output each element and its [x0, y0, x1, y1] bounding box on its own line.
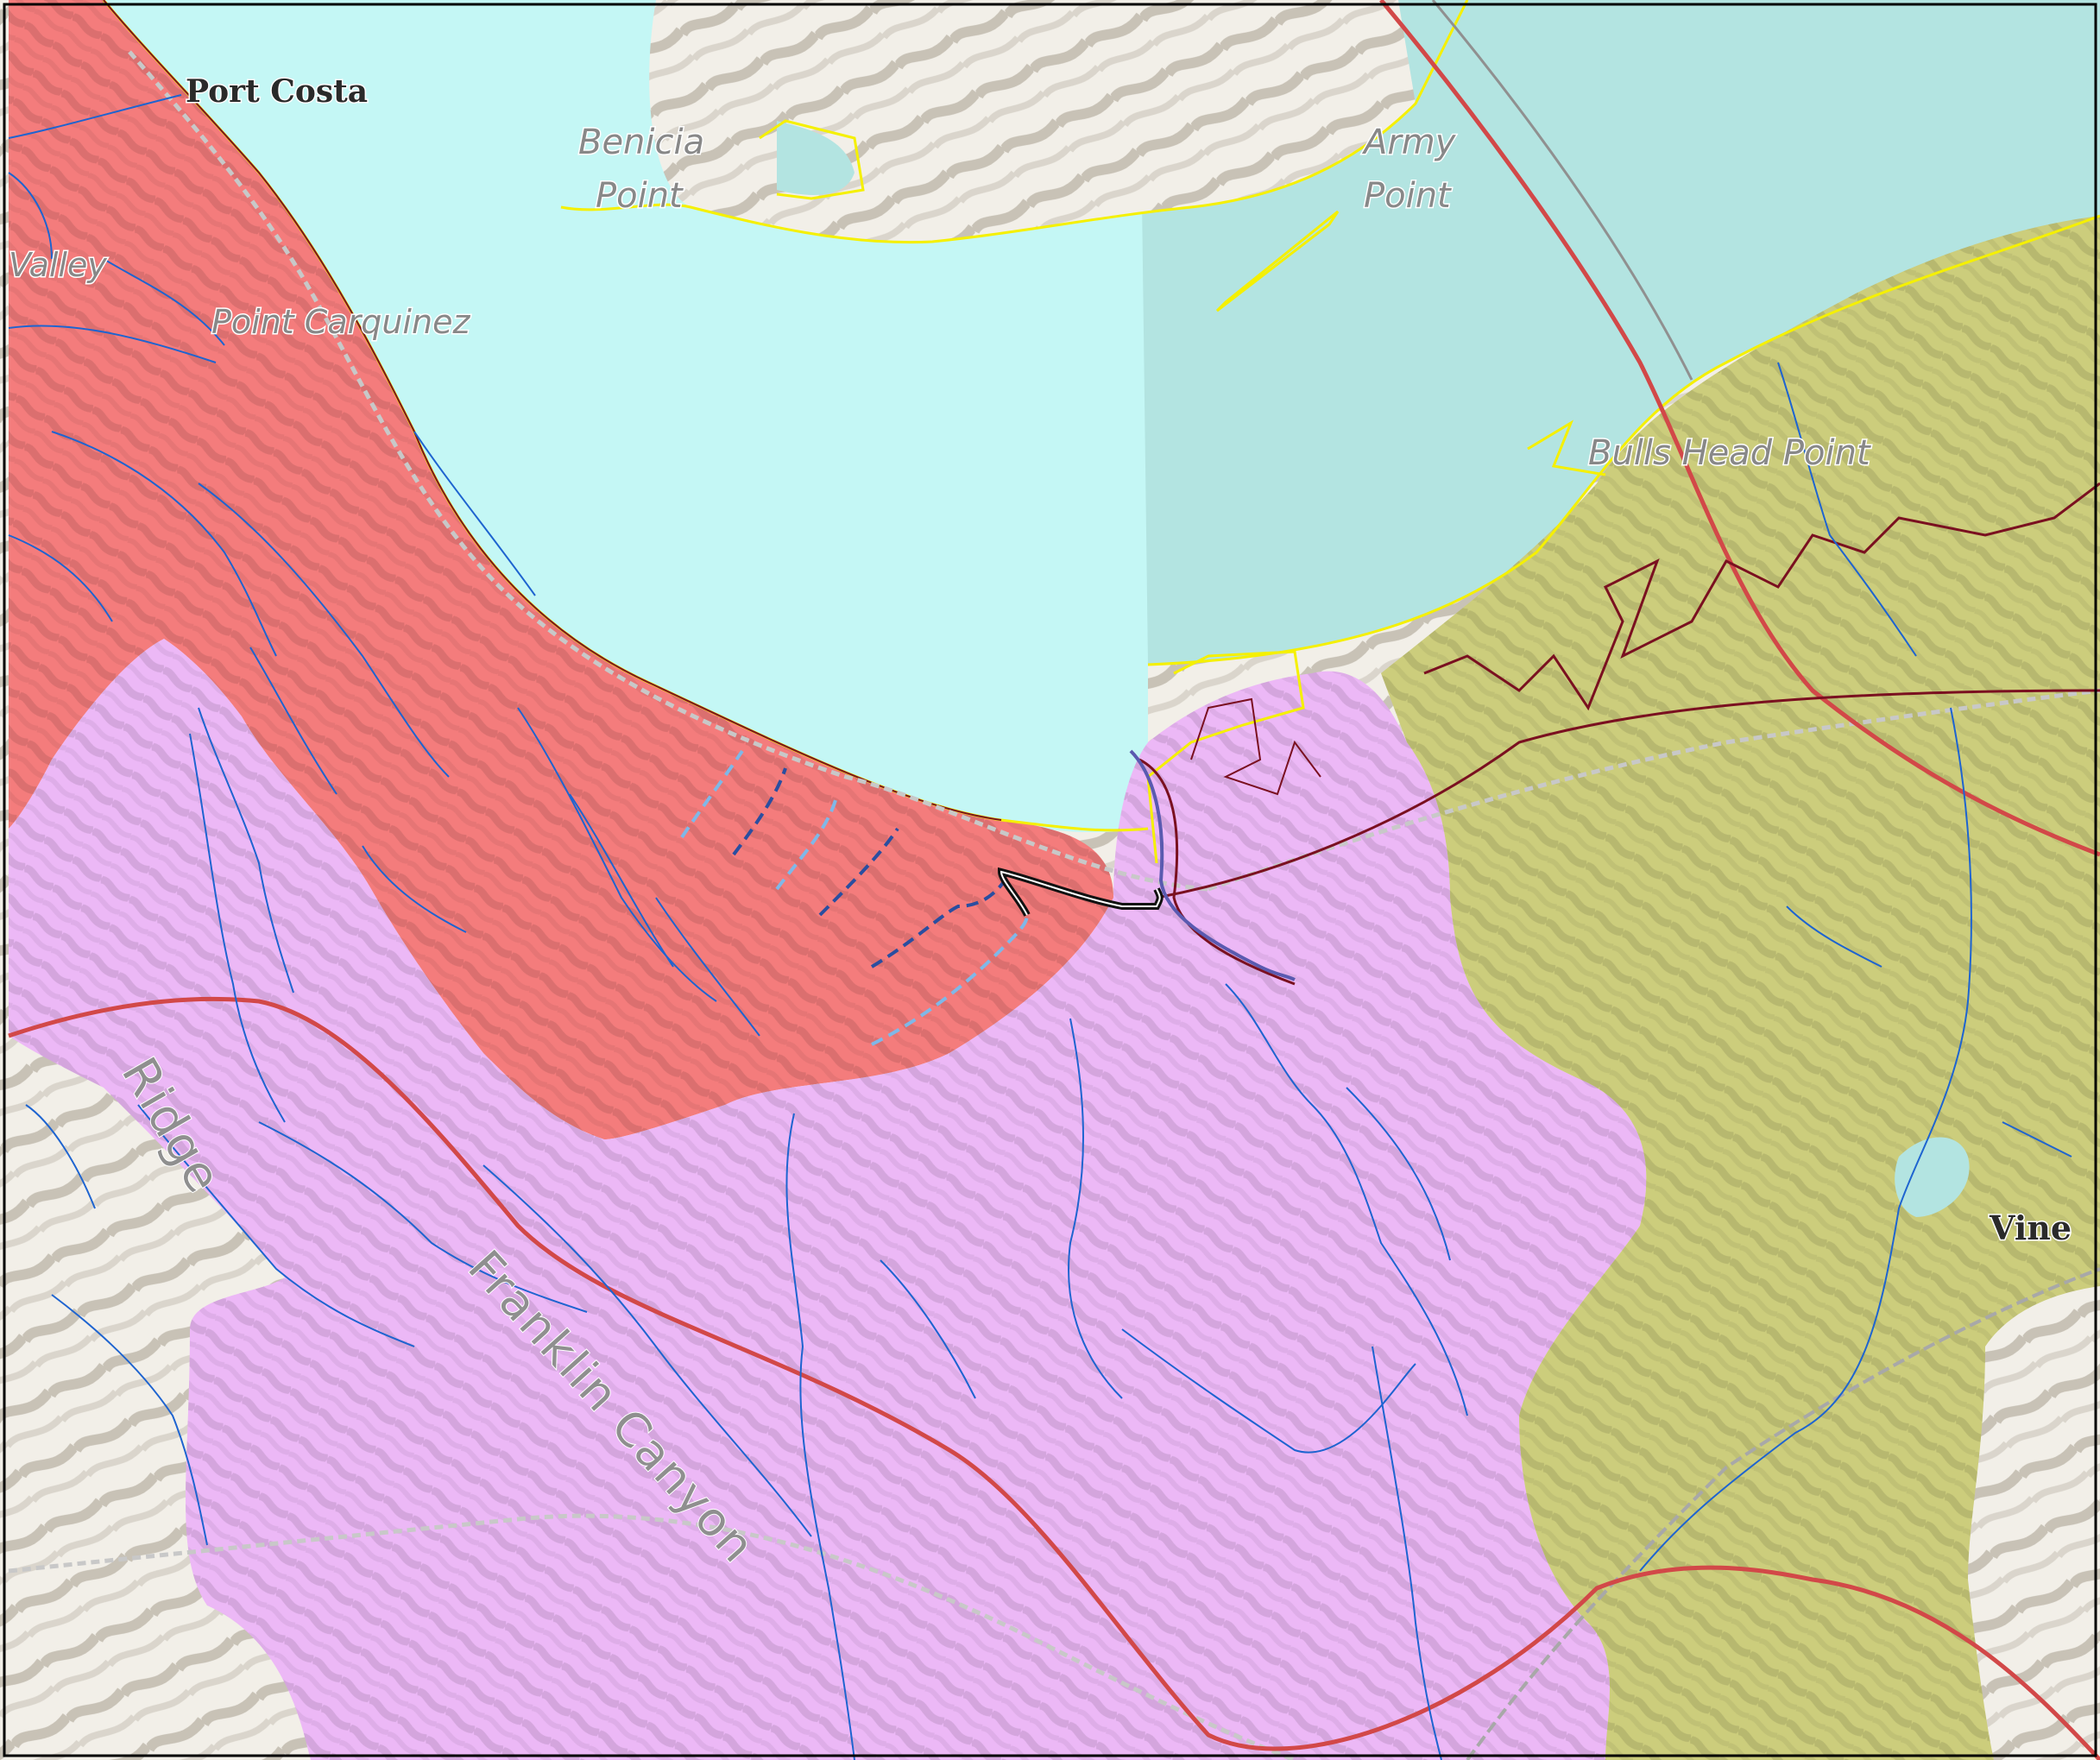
- railroad-bridge: [1431, 0, 1693, 381]
- creek-trace: [1129, 749, 1296, 981]
- carquinez-strait-water-east: [1139, 0, 2100, 665]
- pipeline-bay: [1138, 758, 1296, 986]
- project-route-inner: [1000, 870, 1161, 916]
- railroad-main: [8, 996, 2100, 1760]
- road-east: [1208, 688, 2100, 892]
- shoreline-bullshead: [1527, 419, 1606, 476]
- pipeline-north: [1190, 697, 1321, 796]
- shoreline-north: [560, 0, 1469, 244]
- label-army-point-2: Point: [1364, 176, 1452, 216]
- zone-red-hillshade: [9, 0, 1113, 1139]
- label-benicia-point-1: Benicia: [578, 123, 704, 162]
- label-vine: Vine: [1989, 1208, 2072, 1247]
- shoreline-marsh: [759, 119, 865, 200]
- lake[interactable]: [1895, 1137, 1970, 1218]
- label-army-point-1: Army: [1361, 123, 1457, 162]
- dashed-streams: [680, 749, 1029, 1046]
- streams: [8, 94, 2072, 1760]
- zone-olive-hillshade: [1381, 216, 2100, 1760]
- road-south: [8, 1513, 1296, 1760]
- label-valley: Valley: [9, 246, 107, 284]
- road-southeast: [1466, 1267, 2100, 1760]
- road-shore: [128, 50, 1209, 892]
- label-point-carquinez: Point Carquinez: [211, 303, 470, 341]
- railroad-north: [1379, 0, 2100, 857]
- label-port-costa: Port Costa: [186, 73, 368, 110]
- pipeline-east: [1156, 689, 2100, 899]
- bay-shore-edge: [103, 0, 1002, 821]
- label-bulls-head-point: Bulls Head Point: [1588, 433, 1871, 473]
- label-benicia-point-2: Point: [596, 176, 684, 216]
- shoreline-pier: [1215, 210, 1340, 312]
- pipeline-refinery: [1423, 482, 2100, 711]
- benicia-marsh-water: [777, 121, 855, 195]
- shoreline-east: [1147, 214, 2100, 666]
- map-frame: [3, 3, 2097, 1757]
- zone-pink-hillshade: [9, 639, 1647, 1760]
